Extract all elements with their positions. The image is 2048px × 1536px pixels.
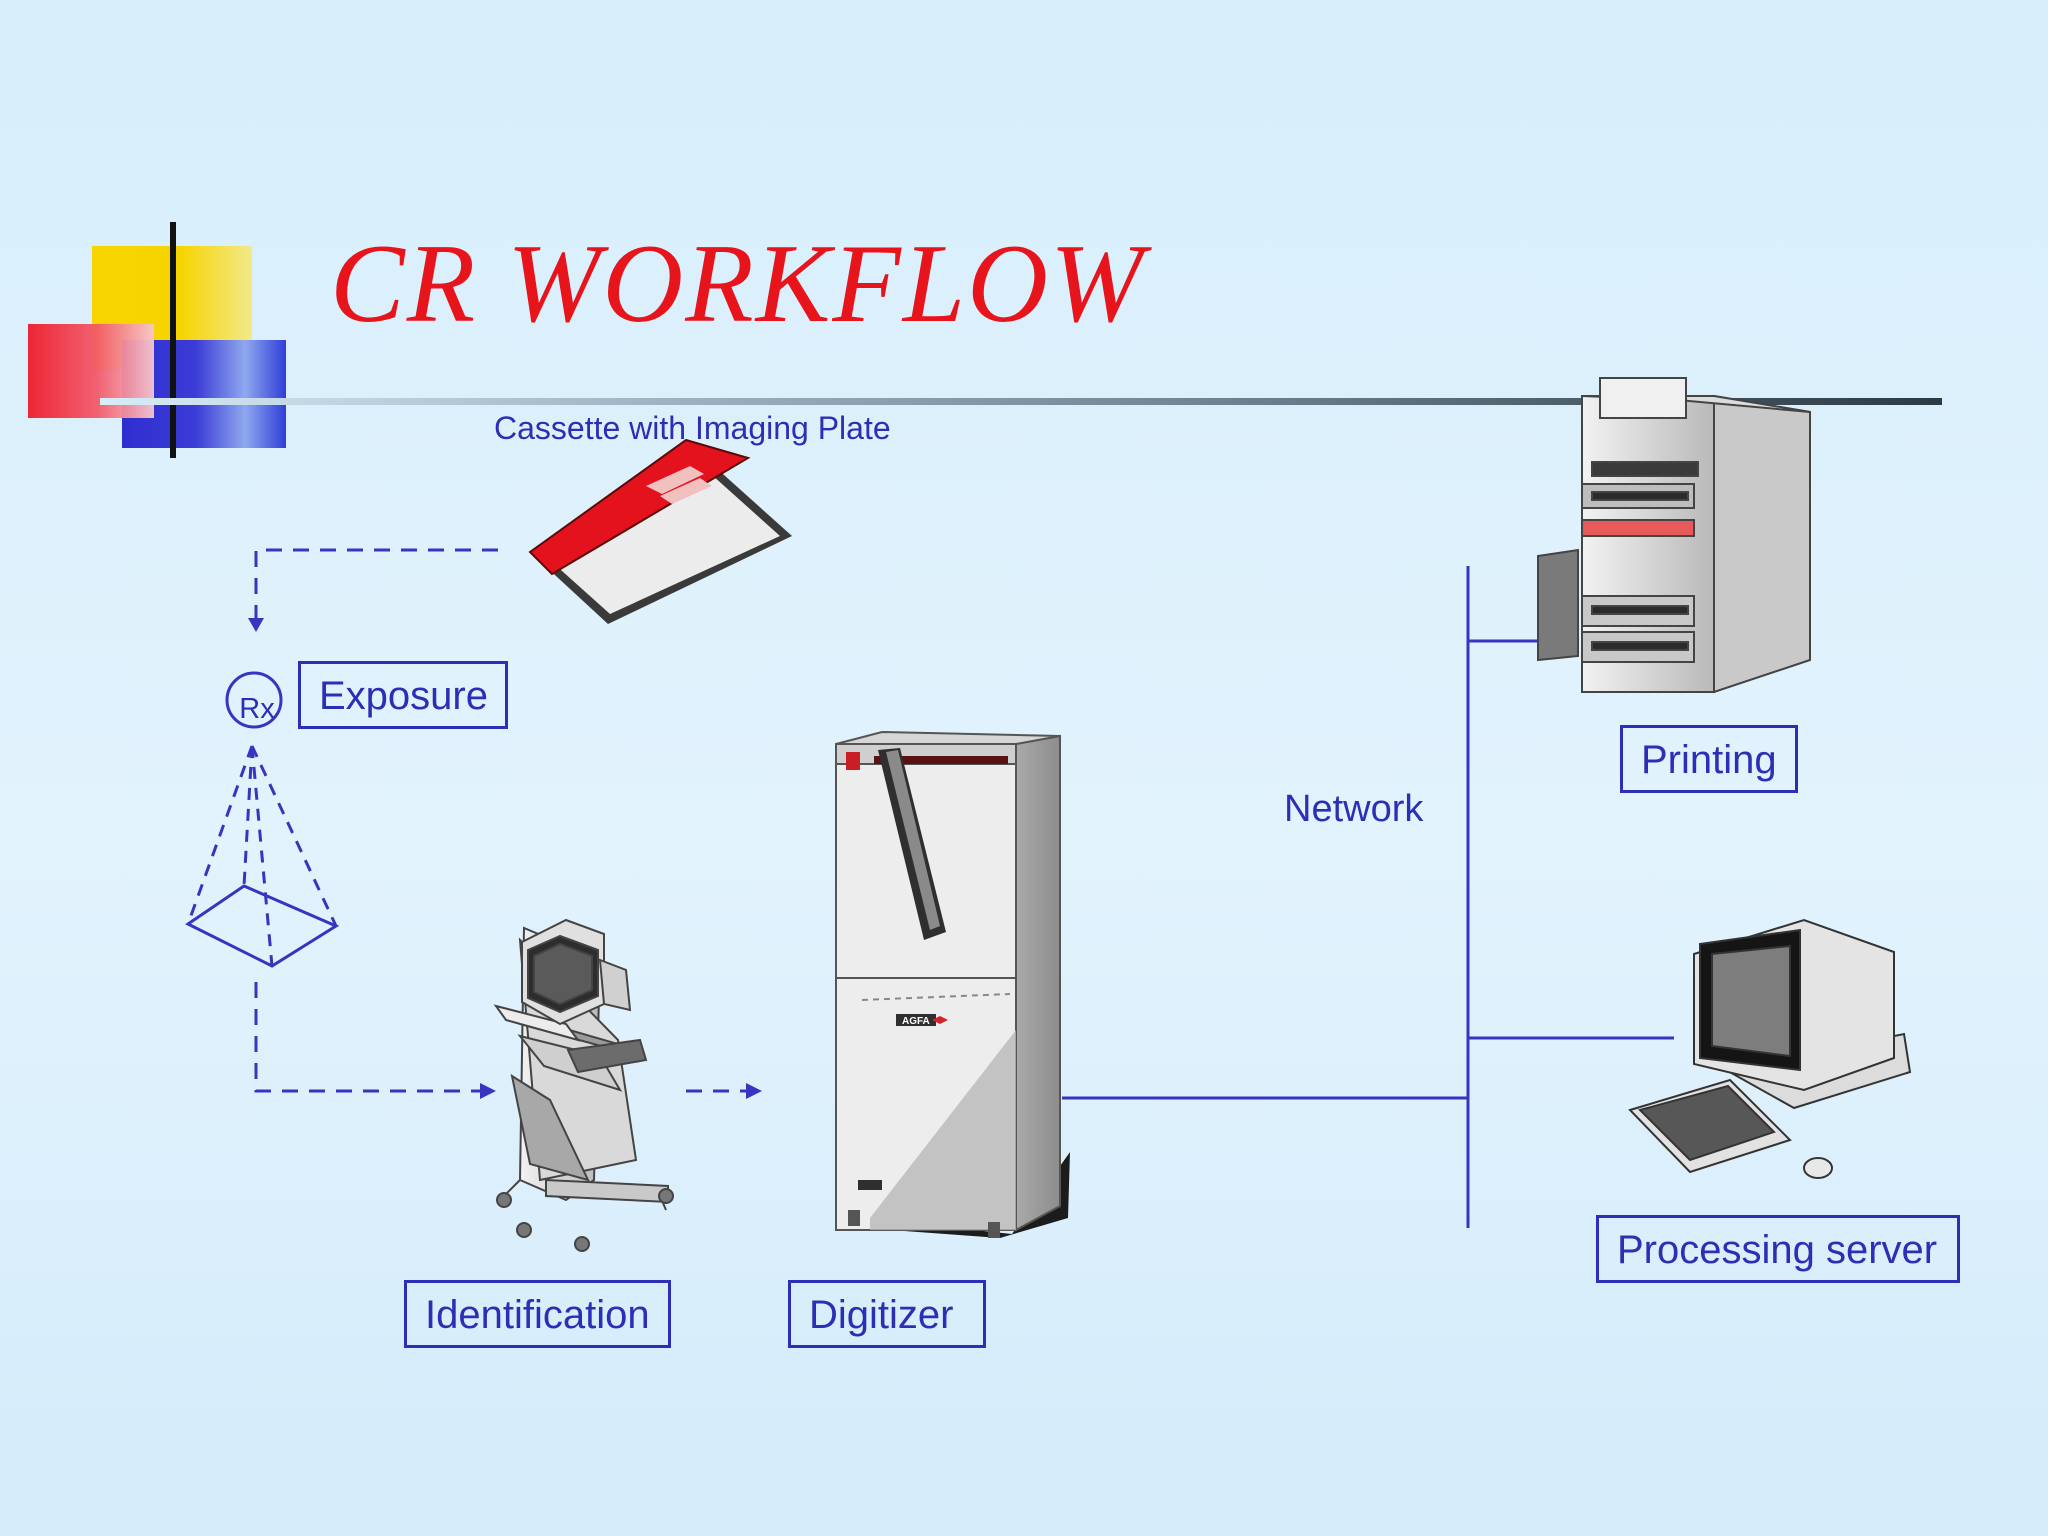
detector-plane — [185, 884, 340, 968]
x-ray-source-icon: Rx — [225, 671, 283, 729]
digitizer-label: Digitizer — [788, 1280, 986, 1348]
rx-symbol: Rx — [239, 693, 275, 725]
title-underline-rule — [100, 398, 1942, 405]
flow-arrows — [254, 548, 748, 1093]
cassette-icon — [528, 438, 792, 624]
arrowheads — [248, 618, 762, 1099]
workstation-cart-icon — [493, 918, 674, 1252]
identification-label: Identification — [404, 1280, 671, 1348]
exposure-to-identification-arrow — [254, 982, 482, 1093]
deco-vertical-line — [170, 222, 176, 458]
digitizer-icon: AGFA — [835, 730, 1070, 1238]
network-lines — [1062, 566, 1674, 1228]
cassette-to-exposure-arrow — [254, 548, 498, 622]
exposure-label: Exposure — [298, 661, 508, 729]
x-ray-beam-icon — [186, 745, 338, 967]
network-label: Network — [1284, 788, 1424, 830]
printing-label: Printing — [1620, 725, 1798, 793]
cassette-caption: Cassette with Imaging Plate — [494, 410, 891, 446]
computer-icon — [1628, 918, 1912, 1179]
digitizer-brand: AGFA — [902, 1016, 930, 1027]
page-title: CR WORKFLOW — [330, 222, 1146, 346]
processing-server-label: Processing server — [1596, 1215, 1960, 1283]
printer-icon — [1537, 377, 1811, 694]
